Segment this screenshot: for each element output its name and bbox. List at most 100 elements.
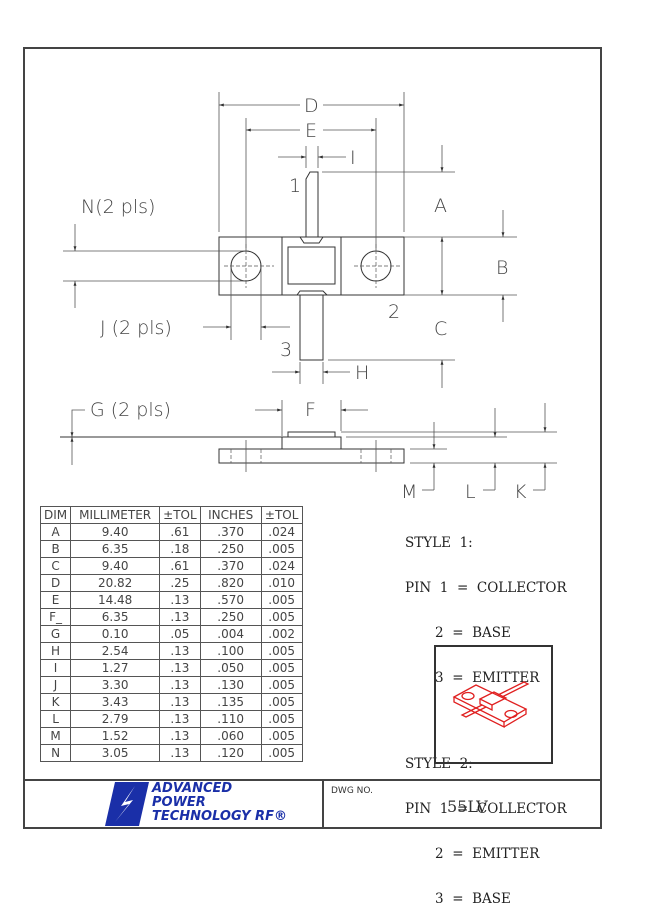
table-cell: .110 (199, 710, 262, 728)
table-cell: .05 (159, 625, 201, 643)
table-cell: .100 (199, 642, 262, 660)
table-cell: E (39, 591, 72, 609)
dim-label-j: J (2 pls) (100, 317, 172, 339)
style-1-title: STYLE 1: (405, 535, 473, 551)
table-cell: 20.82 (70, 574, 161, 592)
table-cell: 0.10 (70, 625, 161, 643)
table-cell: .050 (199, 659, 262, 677)
style-2-title: STYLE 2: (405, 756, 473, 772)
header-cell: INCHES (199, 506, 262, 524)
dim-label-a: A (434, 195, 447, 217)
logo-text: ADVANCED POWER TECHNOLOGY RF® (152, 781, 287, 824)
table-cell: K (39, 693, 72, 711)
table-cell: .130 (199, 676, 262, 694)
table-header-row: DIM MILLIMETER ±TOL INCHES ±TOL (39, 506, 303, 524)
dim-label-g: G (2 pls) (90, 399, 171, 421)
dim-label-h: H (355, 362, 369, 384)
table-cell: .005 (260, 710, 303, 728)
dim-label-l: L (465, 481, 476, 503)
table-cell: 9.40 (70, 557, 161, 575)
table-cell: .002 (260, 625, 303, 643)
table-cell: M (39, 727, 72, 745)
dim-label-b: B (496, 257, 508, 279)
table-cell: .005 (260, 744, 303, 762)
table-cell: I (39, 659, 72, 677)
style-1-pin-1: PIN 1 = COLLECTOR (405, 580, 567, 596)
table-cell: 2.79 (70, 710, 161, 728)
header-cell: DIM (39, 506, 72, 524)
table-cell: .024 (260, 523, 303, 541)
dim-label-d: D (304, 95, 319, 117)
table-cell: .370 (199, 557, 262, 575)
mechanical-drawing: D E I A B C N(2 pls) J (2 pls) H F G (2 … (23, 47, 602, 829)
table-cell: 6.35 (70, 608, 161, 626)
dim-label-c: C (434, 318, 447, 340)
table-cell: .13 (159, 744, 201, 762)
dim-label-e: E (305, 120, 317, 142)
drawing-frame (23, 47, 602, 829)
table-cell: .005 (260, 693, 303, 711)
pin-label-3: 3 (280, 339, 292, 361)
style-2-pin-2: 2 = EMITTER (405, 846, 540, 862)
drawing-number-label: DWG NO. (331, 786, 373, 796)
package-illustration (434, 645, 553, 764)
dim-label-n: N(2 pls) (81, 196, 155, 218)
top-view (63, 92, 517, 388)
table-cell: J (39, 676, 72, 694)
table-cell: F_ (39, 608, 72, 626)
header-cell: MILLIMETER (70, 506, 161, 524)
pin-label-2: 2 (388, 301, 400, 323)
table-cell: 3.05 (70, 744, 161, 762)
table-cell: .13 (159, 727, 201, 745)
table-cell: 1.27 (70, 659, 161, 677)
table-cell: .010 (260, 574, 303, 592)
table-cell: A (39, 523, 72, 541)
table-cell: .060 (199, 727, 262, 745)
table-cell: .005 (260, 608, 303, 626)
table-cell: .005 (260, 642, 303, 660)
lightning-logo-icon (105, 782, 149, 826)
table-cell: 3.30 (70, 676, 161, 694)
table-cell: .250 (199, 540, 262, 558)
table-cell: .13 (159, 608, 201, 626)
table-cell: .135 (199, 693, 262, 711)
table-cell: L (39, 710, 72, 728)
dim-label-f: F (305, 399, 316, 421)
style-2-pin-3: 3 = BASE (405, 891, 511, 907)
style-2-pin-1: PIN 1 = COLLECTOR (405, 801, 567, 817)
table-cell: .13 (159, 693, 201, 711)
table-cell: .370 (199, 523, 262, 541)
table-cell: .005 (260, 540, 303, 558)
table-cell: N (39, 744, 72, 762)
company-logo: ADVANCED POWER TECHNOLOGY RF® (105, 781, 287, 826)
header-cell: ±TOL (159, 506, 201, 524)
table-cell: G (39, 625, 72, 643)
table-cell: .005 (260, 727, 303, 745)
table-cell: .005 (260, 659, 303, 677)
table-row: F_6.35.13.250.005 (39, 608, 303, 626)
table-cell: H (39, 642, 72, 660)
table-cell: .13 (159, 591, 201, 609)
table-cell: B (39, 540, 72, 558)
table-cell: .13 (159, 659, 201, 677)
table-cell: .120 (199, 744, 262, 762)
table-cell: .570 (199, 591, 262, 609)
table-cell: D (39, 574, 72, 592)
table-cell: .13 (159, 710, 201, 728)
table-cell: .13 (159, 676, 201, 694)
table-cell: .61 (159, 523, 201, 541)
table-cell: .18 (159, 540, 201, 558)
style-1-pin-3: 3 = EMITTER (405, 670, 540, 686)
table-cell: .13 (159, 642, 201, 660)
dim-label-k: K (514, 481, 527, 503)
